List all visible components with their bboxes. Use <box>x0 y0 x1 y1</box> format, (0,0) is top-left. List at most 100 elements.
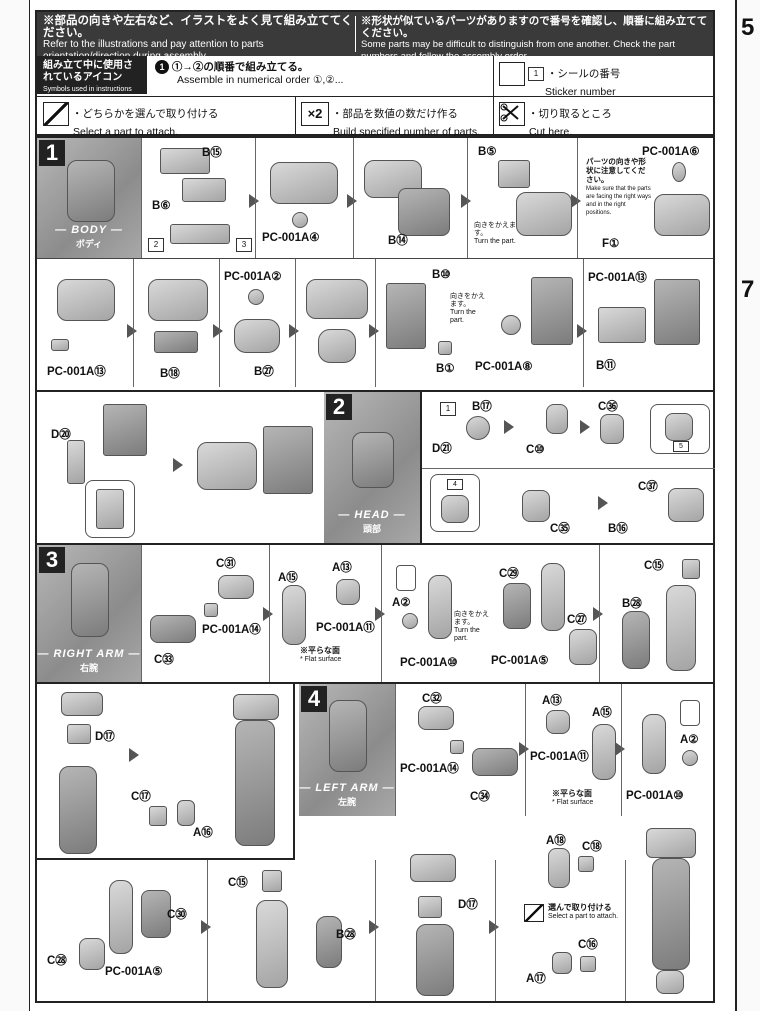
part-illustration <box>541 563 565 631</box>
part-label: PC-001A⑪ <box>316 622 375 634</box>
polycap-illustration <box>51 339 69 351</box>
part-illustration <box>598 307 646 343</box>
part-illustration <box>552 952 572 974</box>
sticker-icon <box>499 62 525 86</box>
notice-right-jp: ※形状が似ているパーツがありますので番号を確認し、順番に組み立ててください。 <box>361 15 708 39</box>
step-3-right-arm-section: — RIGHT ARM — 右腕 3 C㉛ PC-001A⑭ C㉝ A⑮ A⑬ … <box>37 543 713 682</box>
next-step-arrow <box>129 748 139 762</box>
next-step-arrow <box>615 742 625 756</box>
sticker-number-box: 1 <box>440 402 456 416</box>
left-arm-section-label-jp: 左腕 <box>337 797 356 807</box>
part-illustration <box>148 279 208 321</box>
part-illustration <box>386 283 426 349</box>
order-icon: 1 <box>155 60 169 74</box>
select-part-note: 選んで取り付ける Select a part to attach. <box>548 903 619 921</box>
next-step-arrow <box>375 607 385 621</box>
part-label: C㉝ <box>154 654 174 666</box>
legend-sticker-jp: ・シールの番号 <box>546 67 621 80</box>
part-illustration <box>600 414 624 444</box>
part-label: C㉟ <box>550 523 570 535</box>
part-illustration <box>580 956 596 972</box>
part-label: PC-001A⑩ <box>400 657 458 669</box>
part-label: C⑮ <box>644 560 664 572</box>
turn-part-note: 向きをかえます。 Turn the part. <box>454 611 489 642</box>
part-label: A⑮ <box>278 572 298 584</box>
symbol-legend: 組み立て中に使用されているアイコン Symbols used in instru… <box>37 56 713 138</box>
step-1-cell-k: PC-001A⑧ <box>475 259 583 387</box>
part-illustration <box>149 806 167 826</box>
part-label: C㉚ <box>167 909 187 921</box>
sticker-number-box: 2 <box>148 238 164 252</box>
next-step-arrow <box>249 194 259 208</box>
step-4-cell-g: A⑱ C⑱ 選んで取り付ける Select a part to attach. … <box>495 835 625 1001</box>
part-label: B㉘ <box>336 929 356 941</box>
part-illustration <box>79 938 105 970</box>
detail-inset: 4 <box>430 474 480 532</box>
next-step-arrow <box>489 920 499 934</box>
part-illustration <box>270 162 338 204</box>
part-label: B㉘ <box>622 598 642 610</box>
detail-inset <box>680 700 700 726</box>
polycap-illustration <box>682 750 698 766</box>
part-illustration <box>197 442 257 490</box>
part-label: B⑯ <box>608 523 628 535</box>
polycap-illustration <box>402 613 418 629</box>
part-illustration <box>569 629 597 665</box>
part-label: D⑰ <box>458 899 478 911</box>
part-illustration <box>503 583 531 629</box>
next-step-arrow <box>347 194 357 208</box>
part-label: PC-001A⑧ <box>475 361 533 373</box>
step-4-cell-d: C㉚ C㉘ PC-001A⑤ <box>37 860 207 1001</box>
part-illustration <box>256 900 288 988</box>
part-illustration <box>472 748 518 776</box>
legend-order-jp: ①→②の順番で組み立てる。 <box>171 60 309 73</box>
part-label: B⑭ <box>388 235 408 247</box>
part-illustration <box>364 160 422 198</box>
step-1-cell-n <box>187 392 323 543</box>
part-illustration <box>546 404 568 434</box>
part-illustration <box>67 440 85 484</box>
part-illustration <box>170 224 230 244</box>
part-label: PC-001A⑪ <box>530 751 589 763</box>
next-step-arrow <box>213 324 223 338</box>
legend-cut-jp: ・切り取るところ <box>527 107 612 120</box>
part-illustration <box>154 331 198 353</box>
left-arm-hero-part <box>329 700 367 772</box>
sticker-number-box: 3 <box>236 238 252 252</box>
right-arm-section-label-en: — RIGHT ARM — <box>37 648 141 660</box>
head-section-label-jp: 頭部 <box>362 524 381 534</box>
part-illustration <box>316 916 342 968</box>
next-page-step-number: 7 <box>741 276 755 303</box>
part-label: C㉜ <box>422 693 442 705</box>
step-3-cell-a: C㉛ PC-001A⑭ C㉝ <box>141 545 269 682</box>
part-label: C㉗ <box>567 614 587 626</box>
part-label: B⑱ <box>160 368 180 380</box>
next-step-arrow <box>577 324 587 338</box>
part-label: A⑬ <box>542 695 562 707</box>
step-3-cell-b: A⑮ A⑬ PC-001A⑪ ※平らな面 * Flat surface <box>269 545 381 682</box>
part-illustration <box>263 426 313 494</box>
part-label: C㊱ <box>598 401 618 413</box>
sticker-number-box: 5 <box>673 441 689 452</box>
step-1-cell-b: PC-001A④ <box>255 138 353 258</box>
part-label: PC-001A④ <box>262 232 320 244</box>
part-illustration <box>141 890 171 938</box>
step-1-cell-h: PC-001A② B㉗ <box>219 259 295 387</box>
part-label: A⑱ <box>546 835 566 847</box>
part-illustration <box>177 800 195 826</box>
part-label: A⑬ <box>332 562 352 574</box>
part-illustration <box>336 579 360 605</box>
step-1-cell-j: B⑩ 向きをかえます。 Turn the part. B① <box>375 259 491 387</box>
part-illustration <box>531 277 573 345</box>
choose-icon <box>43 102 69 126</box>
next-step-arrow <box>263 607 273 621</box>
part-illustration <box>67 724 91 744</box>
part-illustration <box>441 495 469 523</box>
step-number: 4 <box>301 686 327 712</box>
step-3-cell-c: A② 向きをかえます。 Turn the part. PC-001A⑩ <box>381 545 489 682</box>
part-label: C⑮ <box>228 877 248 889</box>
left-arm-section-label-en: — LEFT ARM — <box>299 782 395 794</box>
next-step-arrow <box>461 194 471 208</box>
next-page-edge: 5 7 <box>735 0 760 1011</box>
part-illustration <box>642 714 666 774</box>
